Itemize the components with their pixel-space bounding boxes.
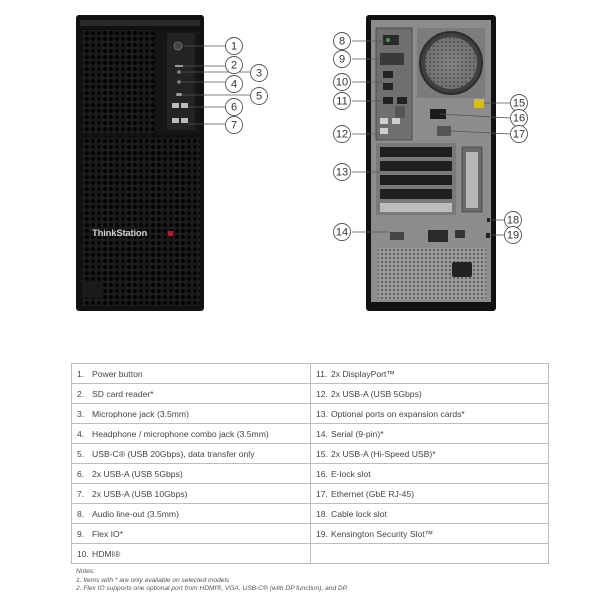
svg-text:14: 14 xyxy=(336,227,348,239)
table-row: 2.SD card reader* 12.2x USB-A (USB 5Gbps… xyxy=(71,383,549,404)
callout-5: 5 xyxy=(250,87,268,105)
table-row: 4.Headphone / microphone combo jack (3.5… xyxy=(71,423,549,444)
red-dot-icon xyxy=(168,231,173,236)
table-cell: 5.USB-C® (USB 20Gbps), data transfer onl… xyxy=(71,443,311,464)
sd-card-slot-icon xyxy=(175,65,183,67)
callout-1: 1 xyxy=(225,37,243,55)
svg-text:13: 13 xyxy=(336,167,348,179)
combo-jack-icon xyxy=(177,80,181,84)
callout-16: 16 xyxy=(510,109,528,127)
expansion-slots xyxy=(376,143,483,215)
note-line: 1. Items with * are only available on se… xyxy=(76,576,230,584)
table-cell: 10.HDMI® xyxy=(71,543,311,564)
table-row: 1.Power button 11.2x DisplayPort™ xyxy=(71,363,549,384)
svg-text:3: 3 xyxy=(256,68,262,80)
table-cell: 19.Kensington Security Slot™ xyxy=(310,523,549,544)
usb-a-10gbps-icon xyxy=(172,118,179,123)
table-cell: 14.Serial (9-pin)* xyxy=(310,423,549,444)
ethernet-port-icon xyxy=(437,126,451,136)
brand-logo: ThinkStation xyxy=(92,228,148,239)
callout-13: 13 xyxy=(333,163,351,181)
notes-title: Notes: xyxy=(76,568,96,575)
note-line: 2. Flex IO supports one optional port fr… xyxy=(76,585,349,592)
table-cell: 8.Audio line-out (3.5mm) xyxy=(71,503,311,524)
svg-text:5: 5 xyxy=(256,91,262,103)
svg-text:11: 11 xyxy=(336,96,347,108)
power-button-icon xyxy=(173,41,183,51)
svg-text:8: 8 xyxy=(339,36,345,48)
table-cell: 1.Power button xyxy=(71,363,311,384)
ports-table: 1.Power button 11.2x DisplayPort™ 2.SD c… xyxy=(71,363,549,564)
callout-12: 12 xyxy=(333,125,351,143)
callouts: 1 2 3 4 5 6 7 8 9 10 11 12 13 14 15 16 1… xyxy=(225,32,528,244)
front-view: ThinkStation xyxy=(76,15,250,311)
svg-text:4: 4 xyxy=(231,79,237,91)
table-cell: 17.Ethernet (GbE RJ-45) xyxy=(310,483,549,504)
usb-a-hispeed-icon xyxy=(474,99,484,108)
rear-view xyxy=(352,15,511,311)
table-cell: 6.2x USB-A (USB 5Gbps) xyxy=(71,463,311,484)
svg-text:17: 17 xyxy=(513,129,525,141)
callout-4: 4 xyxy=(225,75,243,93)
callout-14: 14 xyxy=(333,223,351,241)
svg-text:9: 9 xyxy=(339,54,345,66)
table-row: 9.Flex IO* 19.Kensington Security Slot™ xyxy=(71,523,549,544)
table-cell: 16.E-lock slot xyxy=(310,463,549,484)
svg-text:1: 1 xyxy=(231,41,237,53)
table-cell: 2.SD card reader* xyxy=(71,383,311,404)
table-row: 8.Audio line-out (3.5mm) 18.Cable lock s… xyxy=(71,503,549,524)
table-cell: 3.Microphone jack (3.5mm) xyxy=(71,403,311,424)
callout-18: 18 xyxy=(504,211,522,229)
svg-text:16: 16 xyxy=(513,113,525,125)
svg-text:19: 19 xyxy=(507,230,519,242)
table-cell: 7.2x USB-A (USB 10Gbps) xyxy=(71,483,311,504)
table-cell xyxy=(310,543,549,564)
table-cell: 4.Headphone / microphone combo jack (3.5… xyxy=(71,423,311,444)
callout-9: 9 xyxy=(333,50,351,68)
front-lower-grill xyxy=(82,138,200,306)
callout-2: 2 xyxy=(225,56,243,74)
callout-6: 6 xyxy=(225,98,243,116)
svg-text:2: 2 xyxy=(231,60,237,72)
ports-diagram: ThinkStation xyxy=(76,15,528,311)
table-cell: 15.2x USB-A (Hi-Speed USB)* xyxy=(310,443,549,464)
callout-11: 11 xyxy=(333,92,351,110)
callout-8: 8 xyxy=(333,32,351,50)
svg-text:12: 12 xyxy=(336,129,348,141)
svg-text:18: 18 xyxy=(507,215,519,227)
callout-3: 3 xyxy=(250,64,268,82)
table-cell: 9.Flex IO* xyxy=(71,523,311,544)
callout-17: 17 xyxy=(510,125,528,143)
svg-text:7: 7 xyxy=(231,120,237,132)
svg-text:15: 15 xyxy=(513,98,525,110)
table-row: 5.USB-C® (USB 20Gbps), data transfer onl… xyxy=(71,443,549,464)
table-row: 3.Microphone jack (3.5mm) 13.Optional po… xyxy=(71,403,549,424)
table-cell: 11.2x DisplayPort™ xyxy=(310,363,549,384)
table-row: 10.HDMI® xyxy=(71,543,549,564)
usb-c-port-icon xyxy=(176,93,182,96)
mic-jack-icon xyxy=(177,70,181,74)
callout-19: 19 xyxy=(504,226,522,244)
svg-text:6: 6 xyxy=(231,102,237,114)
callout-15: 15 xyxy=(510,94,528,112)
footnotes: Notes: 1. Items with * are only availabl… xyxy=(76,568,348,594)
table-row: 6.2x USB-A (USB 5Gbps) 16.E-lock slot xyxy=(71,463,549,484)
callout-7: 7 xyxy=(225,116,243,134)
usb-a-5gbps-icon xyxy=(172,103,179,108)
table-row: 7.2x USB-A (USB 10Gbps) 17.Ethernet (GbE… xyxy=(71,483,549,504)
power-inlet-icon xyxy=(452,262,472,277)
table-cell: 13.Optional ports on expansion cards* xyxy=(310,403,549,424)
callout-10: 10 xyxy=(333,73,351,91)
front-upper-grill xyxy=(82,30,154,134)
table-cell: 12.2x USB-A (USB 5Gbps) xyxy=(310,383,549,404)
serial-port-icon xyxy=(428,230,448,242)
svg-text:10: 10 xyxy=(336,77,348,89)
table-cell: 18.Cable lock slot xyxy=(310,503,549,524)
